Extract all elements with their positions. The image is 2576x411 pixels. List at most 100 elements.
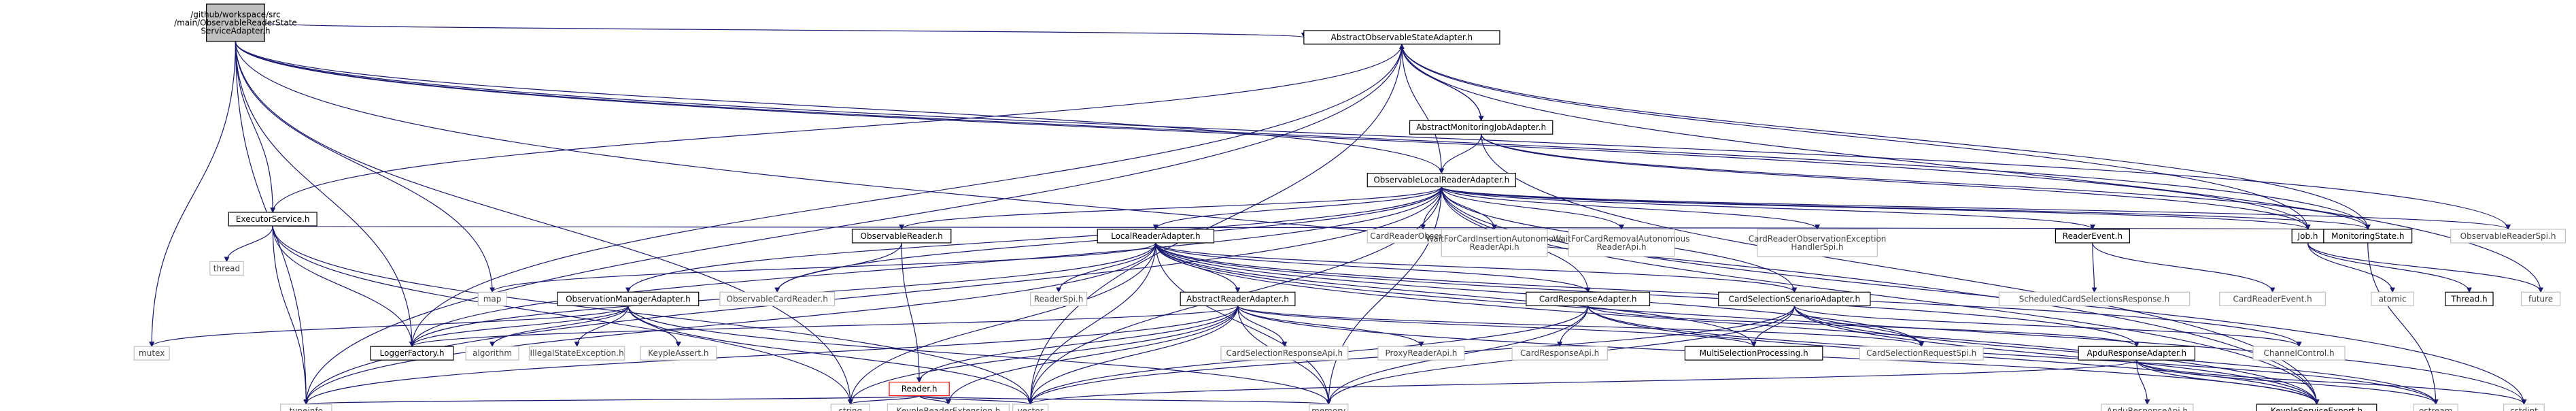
node-vector: vector [1012, 404, 1049, 411]
node-csrapi-box [1220, 346, 1349, 361]
node-croeh-label-line-1: HandlerSpi.h [1791, 242, 1843, 252]
node-reader[interactable]: Reader.h [889, 381, 950, 397]
node-oma[interactable]: ObservationManagerAdapter.h [557, 291, 700, 306]
edge-ara-to-string [847, 306, 1239, 406]
edge-olra-to-job [1441, 186, 2311, 230]
node-csca-box [1718, 291, 1871, 306]
node-kse-label-line-0: KeypleServiceExport.h [2271, 406, 2363, 411]
edge-ara2-to-araapi [2136, 360, 2150, 406]
edge-olra-to-mon [1441, 186, 2371, 230]
node-cstdint-label-line-0: cstdint [2510, 406, 2538, 411]
node-obsr[interactable]: ObservableReader.h [851, 229, 952, 244]
node-amja[interactable]: AbstractMonitoringJobAdapter.h [1409, 120, 1553, 135]
node-ara[interactable]: AbstractReaderAdapter.h [1180, 291, 1296, 306]
edge-lra-to-map [490, 242, 1156, 293]
node-csca[interactable]: CardSelectionScenarioAdapter.h [1718, 291, 1871, 306]
edge-olra-to-logf [409, 186, 1442, 348]
edge-ara2-to-cstdint [2136, 359, 2527, 406]
edge-ara2-to-vector [1027, 359, 2137, 406]
node-kse[interactable]: KeypleServiceExport.h [2256, 404, 2377, 411]
node-memory-box [1309, 404, 1349, 411]
node-rev[interactable]: ReaderEvent.h [2055, 229, 2131, 244]
node-chctl-label-line-0: ChannelControl.h [2264, 348, 2335, 358]
node-ara2[interactable]: ApduResponseAdapter.h [2078, 346, 2196, 361]
node-wfcra-label-line-0: WaitForCardRemovalAutonomous [1553, 234, 1689, 244]
node-mon[interactable]: MonitoringState.h [2323, 229, 2413, 244]
node-crapi: CardResponseApi.h [1511, 346, 1608, 361]
node-amja-box [1409, 120, 1553, 135]
node-root-label-line-2: ServiceAdapter.h [201, 26, 270, 35]
node-root-box [206, 3, 265, 42]
edge-root-to-olra [235, 41, 1445, 174]
edge-olra-to-oma [625, 186, 1442, 293]
node-atomic: atomic [2371, 291, 2414, 306]
node-future: future [2520, 291, 2561, 306]
node-wfcia-label-line-1: ReaderApi.h [1470, 242, 1519, 252]
node-threadh[interactable]: Thread.h [2445, 291, 2494, 306]
node-cra[interactable]: CardResponseAdapter.h [1526, 291, 1651, 306]
node-prapi-box [1377, 346, 1465, 361]
node-lra-box [1097, 229, 1215, 244]
node-kre: KeypleReaderExtension.h [887, 404, 1010, 411]
node-atomic-box [2371, 291, 2414, 306]
node-logf-box [370, 346, 454, 361]
node-ostream-label-line-0: ostream [2419, 406, 2452, 411]
node-future-box [2520, 291, 2561, 306]
edge-root-to-aosa [264, 22, 1306, 38]
node-thread: thread [209, 261, 244, 276]
node-ostream: ostream [2413, 404, 2458, 411]
edge-exec-to-vector [272, 225, 1033, 406]
node-rev-box [2055, 229, 2131, 244]
node-msp[interactable]: MultiSelectionProcessing.h [1684, 346, 1823, 361]
node-lra[interactable]: LocalReaderAdapter.h [1097, 229, 1215, 244]
node-job[interactable]: Job.h [2291, 229, 2324, 244]
node-mutex: mutex [133, 346, 170, 361]
edge-root-to-mutex [149, 41, 237, 348]
edge-olra-to-orspi [1441, 186, 2511, 230]
node-map-label-line-0: map [483, 294, 502, 303]
edge-aosa-to-vector [1027, 44, 1403, 406]
node-olra[interactable]: ObservableLocalReaderAdapter.h [1367, 172, 1516, 188]
node-kre-label-line-0: KeypleReaderExtension.h [896, 406, 1000, 411]
edge-aosa-to-job [1401, 44, 2311, 230]
node-exec[interactable]: ExecutorService.h [228, 212, 317, 227]
node-root[interactable]: /github/workspace/src/main/ObservableRea… [174, 3, 297, 42]
node-typeinfo: typeinfo [280, 404, 332, 411]
node-ocr-label-line-0: ObservableCardReader.h [727, 294, 828, 303]
edge-ara2-to-ostream [2136, 359, 2439, 406]
edge-olra-to-wfcia [1441, 186, 1498, 230]
node-crapi-label-line-0: CardResponseApi.h [1520, 348, 1599, 358]
node-oma-label-line-0: ObservationManagerAdapter.h [566, 294, 691, 303]
node-aosa-box [1303, 30, 1500, 45]
node-crev-label-line-0: CardReaderEvent.h [2233, 294, 2312, 303]
node-memory: memory [1309, 404, 1349, 411]
node-kassert-box [640, 346, 717, 361]
node-vector-label-line-0: vector [1018, 406, 1044, 411]
node-threadh-box [2445, 291, 2494, 306]
node-cstdint-box [2503, 404, 2545, 411]
node-logf[interactable]: LoggerFactory.h [370, 346, 454, 361]
node-obsr-label-line-0: ObservableReader.h [861, 231, 943, 241]
edge-lra-to-string [847, 242, 1156, 406]
node-olra-box [1367, 172, 1516, 188]
node-mon-box [2323, 229, 2413, 244]
edge-amja-to-job [1481, 134, 2311, 230]
node-aosa[interactable]: AbstractObservableStateAdapter.h [1303, 30, 1500, 45]
edge-rev-to-scsr [2091, 242, 2097, 293]
node-algo-box [465, 346, 519, 361]
node-croeh-box [1757, 229, 1878, 257]
node-wfcia: WaitForCardInsertionAutonomousReaderApi.… [1426, 229, 1563, 257]
edge-aosa-to-olra [1401, 44, 1445, 174]
edge-reader-to-string [848, 395, 920, 406]
edge-exec-to-job [272, 224, 2309, 230]
node-ostream-box [2413, 404, 2458, 411]
edge-job-to-atomic [2307, 242, 2396, 293]
edge-root-to-map [235, 41, 496, 293]
node-araapi-label-line-0: ApduResponseApi.h [2107, 406, 2188, 411]
node-oma-box [557, 291, 700, 306]
edge-root-to-logf [235, 41, 415, 348]
edge-amja-to-olra [1439, 134, 1482, 174]
edge-oma-to-memory [628, 306, 1332, 406]
